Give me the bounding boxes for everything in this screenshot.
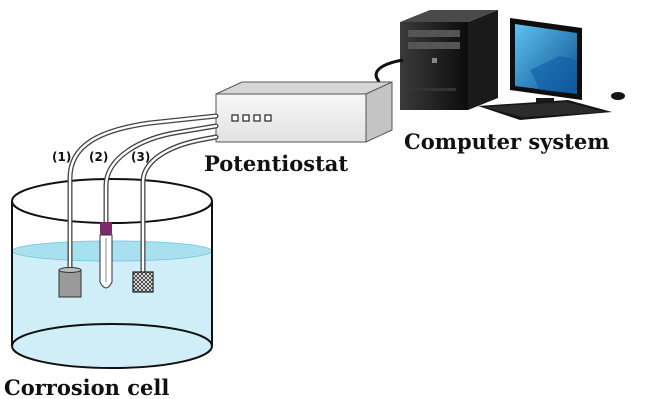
mouse-icon bbox=[611, 92, 625, 100]
electrode-wires bbox=[67, 113, 219, 275]
computer-system-label: Computer system bbox=[404, 129, 609, 154]
computer-system bbox=[361, 10, 625, 120]
electrode-label-3: (3) bbox=[131, 150, 150, 164]
electrode-label-1: (1) bbox=[52, 150, 71, 164]
potentiostat-label: Potentiostat bbox=[204, 151, 348, 176]
reference-electrode bbox=[99, 222, 113, 289]
computer-tower-icon bbox=[400, 10, 498, 110]
keyboard-icon bbox=[478, 100, 612, 120]
monitor-icon bbox=[510, 18, 582, 115]
working-electrode bbox=[58, 267, 82, 298]
corrosion-cell-label: Corrosion cell bbox=[4, 375, 169, 399]
potentiostat-box-icon bbox=[215, 81, 393, 143]
counter-electrode bbox=[132, 271, 154, 293]
electrode-label-2: (2) bbox=[89, 150, 108, 164]
